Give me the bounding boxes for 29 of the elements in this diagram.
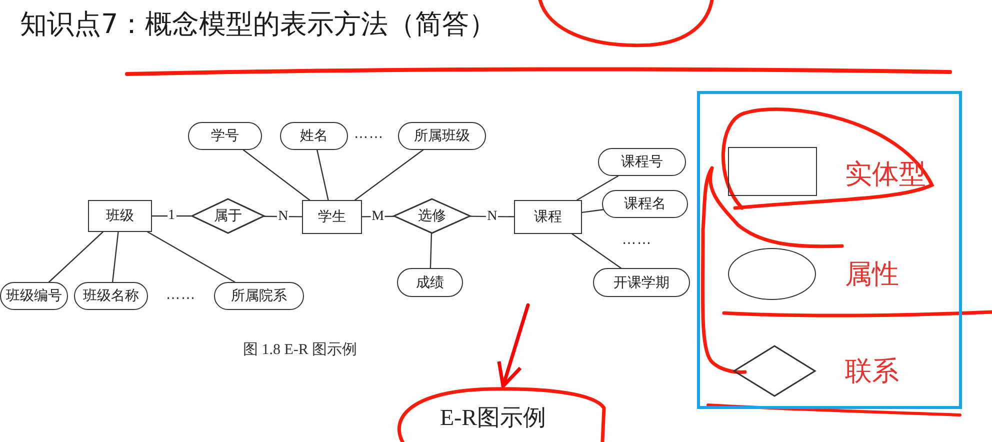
diamond-symbol bbox=[733, 345, 816, 397]
connector-line bbox=[147, 231, 236, 283]
relationship-diamond: 选修 bbox=[393, 198, 471, 234]
circled-text: E-R图示例 bbox=[380, 386, 606, 442]
ellipsis: …… bbox=[354, 126, 384, 142]
connector-line bbox=[581, 209, 604, 214]
connector-line bbox=[112, 231, 119, 283]
arrow bbox=[497, 303, 530, 388]
entity-box: 课程 bbox=[514, 200, 582, 234]
legend-panel bbox=[697, 91, 962, 409]
symbol-caption: 属性 bbox=[845, 258, 899, 292]
connector-line bbox=[572, 233, 622, 269]
connector-line bbox=[151, 215, 192, 217]
ellipsis: …… bbox=[622, 232, 652, 248]
connector-line bbox=[430, 233, 432, 269]
connector-line bbox=[242, 149, 310, 201]
relationship-diamond: 属于 bbox=[191, 198, 265, 234]
connector-line bbox=[354, 149, 424, 201]
ellipse-symbol bbox=[728, 248, 816, 300]
connector-line bbox=[470, 216, 515, 218]
symbol-caption: 实体型 bbox=[845, 158, 926, 192]
connector-line bbox=[316, 149, 329, 201]
ellipsis: …… bbox=[166, 287, 196, 303]
symbol-caption: 联系 bbox=[845, 355, 899, 389]
figure-caption: 图 1.8 E-R 图示例 bbox=[243, 341, 358, 359]
connector-line bbox=[48, 231, 104, 283]
entity-box: 学生 bbox=[302, 200, 362, 234]
heading: 知识点7：概念模型的表示方法（简答） bbox=[20, 8, 496, 42]
entity-box: 班级 bbox=[88, 200, 152, 232]
